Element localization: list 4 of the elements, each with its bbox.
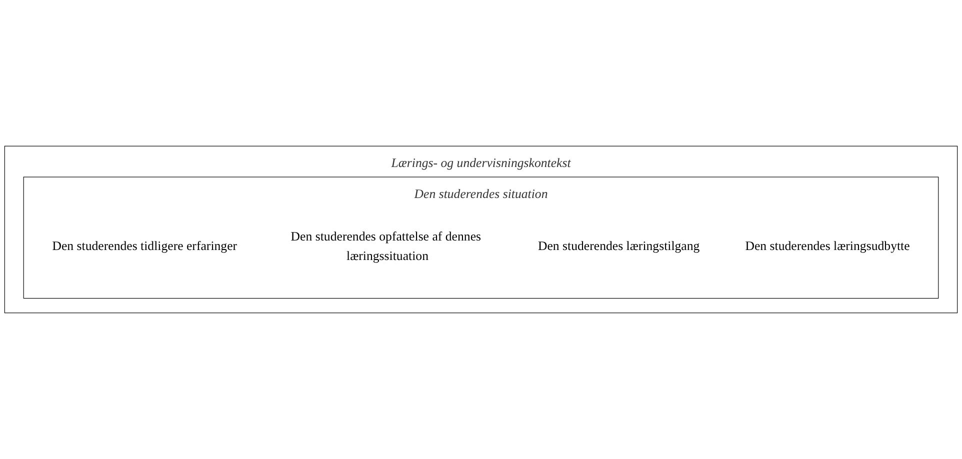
node-text: Den studerendes læringsudbytte <box>745 238 910 254</box>
node-text: Den studerendes tidligere erfaringer <box>52 238 238 254</box>
node-text: Den studerendes opfattelse af dennes læringssituation <box>290 228 482 263</box>
node-text: Den studerendes læringstilgang <box>538 238 700 254</box>
